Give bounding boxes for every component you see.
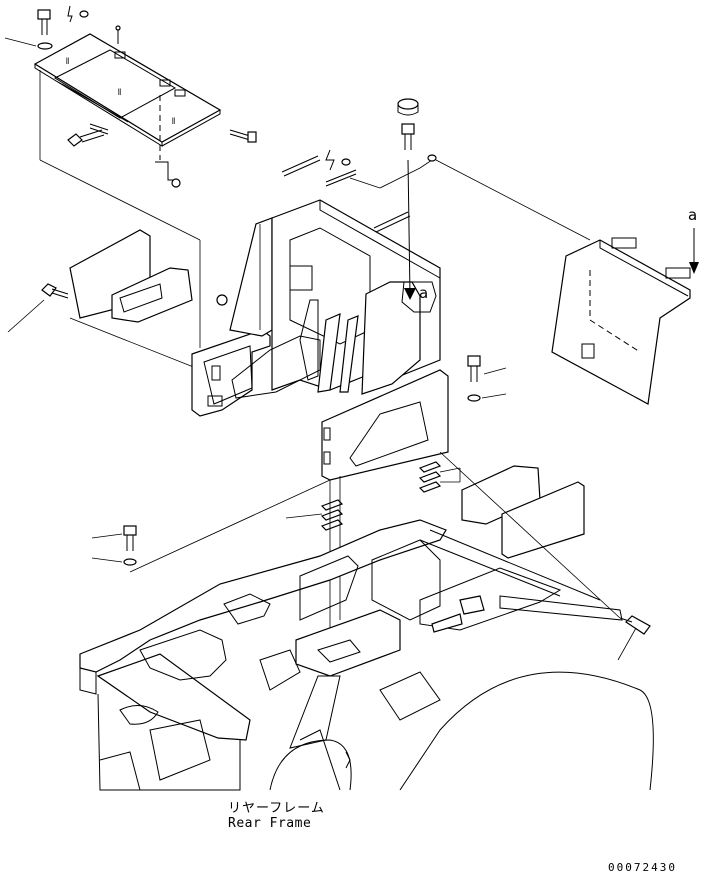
washer-small-top [79, 10, 89, 18]
fender-outline [399, 671, 654, 791]
caption-japanese: リヤーフレーム [228, 801, 325, 816]
shim-stack-center [285, 499, 344, 531]
bolt-right-upper [467, 355, 481, 367]
seal-strip-1 [317, 313, 341, 393]
view-label-center: a [419, 284, 429, 302]
pin-horizontal [89, 123, 109, 135]
shim-stack-right [418, 461, 461, 493]
drawing-number: 00072430 [608, 861, 677, 874]
cutout-window [289, 265, 313, 291]
main-bulkhead [191, 98, 591, 417]
cover-hinge [611, 237, 637, 249]
svg-text:𝍪: 𝍪 [118, 88, 121, 98]
bulkhead-column [229, 217, 273, 337]
view-arrow-center [407, 159, 411, 297]
frame-pivot-boss [119, 705, 159, 725]
rubber-cap [397, 98, 419, 110]
frame-mount-plate [295, 609, 401, 677]
spring-clip-center [325, 149, 335, 171]
frame-tire-arch [269, 739, 352, 791]
left-side-cover [7, 229, 228, 369]
bolt-bottom-right-assembly [439, 451, 651, 661]
cover-latch [581, 343, 595, 359]
bolt-left-lower [123, 525, 137, 536]
insulation-pad-right [361, 281, 421, 395]
view-label-top: a [688, 206, 698, 224]
bolt-horizontal-left [67, 129, 105, 147]
insulation-pad [111, 267, 193, 323]
nut-left [216, 294, 228, 306]
side-cover-panel [551, 239, 691, 405]
washer-left-lower [123, 558, 137, 566]
upper-cover-assembly: 𝍪 𝍪 𝍪 [4, 5, 257, 348]
rod-top-1 [281, 155, 319, 173]
lower-center-panel [285, 355, 585, 650]
view-marker-box [401, 281, 437, 313]
leader-line [4, 37, 37, 47]
bulkhead-left-arm [191, 329, 271, 417]
svg-text:𝍪: 𝍪 [66, 57, 69, 67]
frame-left-rail [79, 519, 447, 673]
seal-strip-2 [339, 315, 359, 393]
washer-top-left [37, 42, 53, 50]
svg-text:𝍪: 𝍪 [172, 117, 175, 127]
bracket-small [155, 161, 178, 181]
bolt-left-lower-assembly [91, 479, 331, 573]
right-side-cover [551, 228, 699, 405]
frame-front-plate [96, 653, 251, 741]
bolt-top-left [37, 9, 51, 35]
rear-frame [79, 519, 654, 791]
bolt-center [401, 123, 415, 135]
spring-clip-top [67, 5, 73, 23]
rod-top-2 [373, 211, 409, 229]
leader-line [7, 299, 45, 333]
bolt-horizontal-right [229, 129, 257, 143]
bolt-left-side [41, 283, 69, 299]
caption-english: Rear Frame [228, 816, 312, 831]
pin-top [325, 169, 357, 183]
frame-bracket [259, 649, 301, 691]
cover-plate-lower [501, 481, 585, 559]
washer-right-upper [467, 394, 481, 402]
bolt-bottom-right [625, 615, 651, 635]
cover-plate-top [33, 33, 222, 143]
